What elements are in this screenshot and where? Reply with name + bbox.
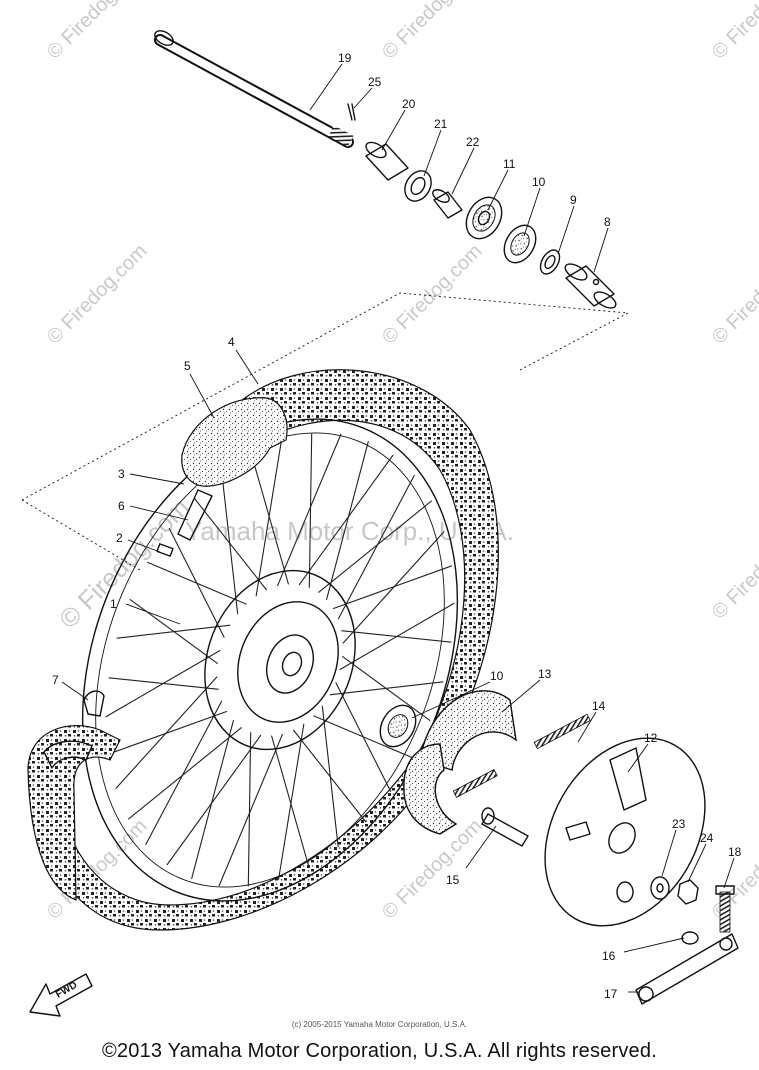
bearing [379, 704, 417, 748]
spoke [255, 440, 283, 597]
collar [564, 263, 617, 309]
spoke [193, 497, 268, 591]
nut [677, 879, 699, 905]
rim-band [83, 690, 105, 717]
spoke [277, 723, 305, 880]
watermark-text: © Firedog.com [708, 815, 759, 924]
hub [204, 569, 356, 751]
washer [650, 876, 670, 900]
fine-print-copyright: (c) 2005-2015 Yamaha Motor Corporation, … [291, 1020, 468, 1029]
spoke [127, 726, 242, 820]
callout-19: 19 [338, 51, 352, 65]
spoke [332, 565, 453, 610]
spoke [276, 433, 342, 587]
callout-24: 24 [700, 831, 714, 845]
spoke [321, 705, 339, 848]
collar [365, 141, 409, 181]
spoke [191, 720, 235, 879]
footer-copyright: ©2013 Yamaha Motor Corporation, U.S.A. A… [102, 1040, 657, 1062]
spoke [335, 682, 392, 793]
callout-15: 15 [446, 873, 460, 887]
spoke-nipple [156, 543, 174, 557]
spoke [341, 630, 452, 643]
callout-16: 16 [602, 949, 616, 963]
callout-8: 8 [604, 215, 611, 229]
callout-17: 17 [604, 987, 618, 1001]
spoke [250, 453, 290, 585]
bearing [465, 196, 503, 240]
callout-7: 7 [52, 673, 59, 687]
oil-seal [404, 170, 432, 202]
watermark-text: © Firedog.com [708, 515, 759, 624]
spoke [292, 729, 367, 823]
spoke [108, 677, 219, 690]
brake-arm [635, 933, 739, 1005]
callout-5: 5 [184, 359, 191, 373]
fwd-label: FWD [54, 980, 79, 1001]
callout-12: 12 [644, 731, 658, 745]
callout-22: 22 [466, 135, 480, 149]
washer [681, 931, 699, 945]
spoke [218, 733, 284, 887]
tire-section [27, 725, 121, 901]
spoke [247, 732, 252, 887]
callout-1: 1 [110, 597, 117, 611]
callout-4: 4 [228, 335, 235, 349]
spokes [105, 433, 455, 887]
spoke [329, 681, 444, 696]
spoke [129, 598, 219, 665]
inner-tube [181, 397, 288, 487]
callout-10-lower: 10 [490, 669, 504, 683]
watermark-text: © Firedog.com [43, 240, 152, 349]
cotter-pin [347, 103, 356, 121]
callout-labels: 1 2 3 4 5 6 7 8 9 10 11 12 13 14 15 16 1… [52, 51, 742, 1001]
spoke [325, 441, 369, 600]
callout-6: 6 [118, 499, 125, 513]
brake-spring [452, 713, 591, 798]
spacer [432, 189, 463, 219]
callout-2: 2 [116, 531, 123, 545]
brake-camshaft [481, 807, 529, 847]
leader-lines [61, 63, 735, 993]
watermark-text: © Firedog.com [378, 0, 487, 64]
watermark-text: © Firedog.com [708, 0, 759, 64]
watermark-text: © Firedog.com [53, 492, 195, 634]
spoke [107, 710, 228, 755]
callout-10: 10 [532, 175, 546, 189]
spoke [337, 474, 415, 620]
callout-9: 9 [570, 193, 577, 207]
spoke [166, 734, 262, 866]
spoke [308, 433, 313, 588]
bearing [503, 224, 537, 264]
assembly-boundary [21, 292, 630, 501]
callout-11: 11 [503, 157, 516, 171]
callout-3: 3 [118, 467, 125, 481]
circlip [539, 249, 561, 275]
callout-20: 20 [402, 97, 416, 111]
watermark-text: © Firedog.com [708, 240, 759, 349]
spoke [298, 454, 394, 586]
brake-plate [544, 737, 706, 927]
watermark-text: © Firedog.com [43, 0, 152, 64]
callout-23: 23 [672, 817, 686, 831]
watermark-text: © Firedog.com [378, 240, 487, 349]
callout-18: 18 [728, 845, 742, 859]
callout-14: 14 [592, 699, 606, 713]
spoke [318, 500, 433, 594]
fwd-arrow: FWD [29, 973, 93, 1017]
callout-21: 21 [434, 117, 448, 131]
axle [154, 30, 354, 148]
callout-25: 25 [368, 75, 382, 89]
spoke [270, 735, 310, 867]
callout-13: 13 [538, 667, 552, 681]
spoke [168, 527, 225, 638]
spoke [145, 700, 223, 846]
brake-shoes [403, 690, 517, 835]
spoke [221, 472, 239, 615]
